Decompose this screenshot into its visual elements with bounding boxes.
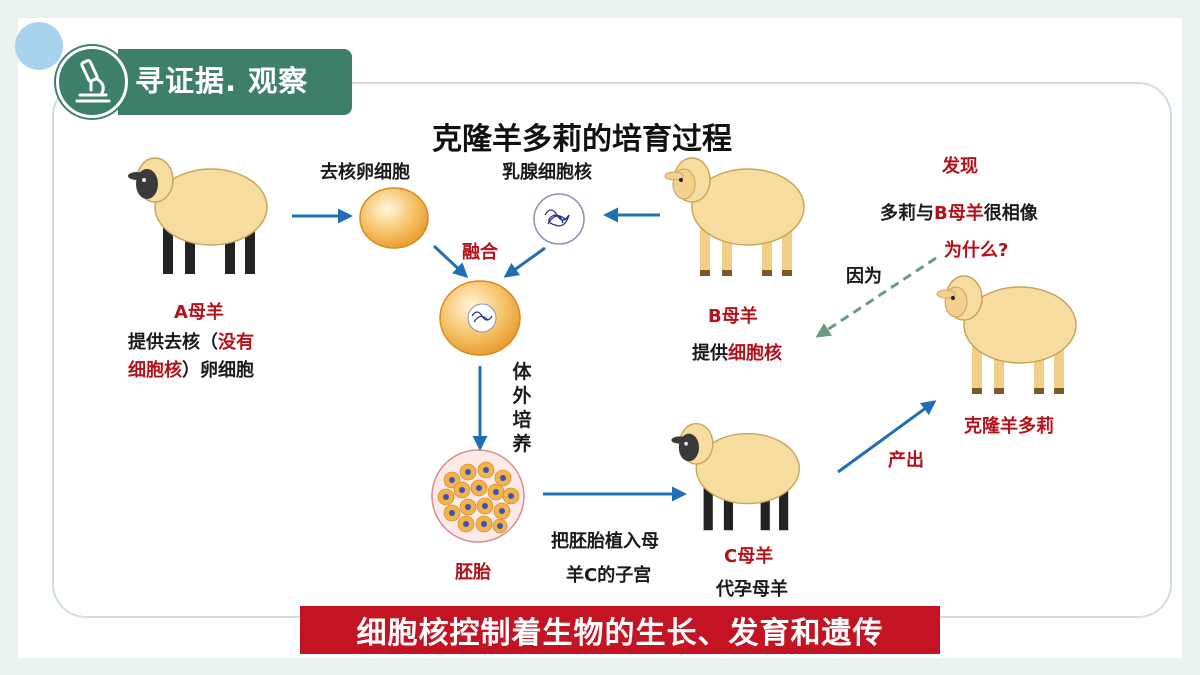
similarity-label: 多莉与B母羊很相像 <box>880 199 1038 225</box>
sheep-b-desc-part1: 提供 <box>692 343 728 364</box>
arrow-egg-to-fused <box>432 244 469 279</box>
sheep-a-desc-part2: 没有 <box>218 332 254 353</box>
sheep-a-desc-line1: 提供去核（没有 <box>128 328 254 354</box>
mammary-nucleus <box>533 193 585 245</box>
sheep-b-image <box>664 157 805 277</box>
sheep-a-image <box>127 157 268 275</box>
sheep-a-desc-part3: 细胞核 <box>128 360 182 381</box>
sheep-a-label: A母羊 <box>174 302 224 323</box>
embryo-label: 胚胎 <box>455 562 491 583</box>
produce-label: 产出 <box>888 450 924 471</box>
sheep-c-desc: 代孕母羊 <box>716 579 788 600</box>
arrow-nucleus-to-fused <box>503 246 546 278</box>
similarity-part2: B母羊 <box>934 203 984 224</box>
similarity-part1: 多莉与 <box>880 203 934 224</box>
dashed-arrow-because <box>815 256 937 338</box>
section-header-title: 寻证据. 观察 <box>135 64 309 98</box>
sheep-a-desc-part1: 提供去核（ <box>128 332 218 353</box>
fused-cell <box>439 280 521 356</box>
implant-label-line1: 把胚胎植入母 <box>551 531 659 552</box>
decorative-dot <box>15 22 63 70</box>
arrow-c-to-dolly <box>837 400 937 474</box>
enucleated-egg-cell <box>359 187 429 249</box>
culture-char-1: 体 <box>512 361 532 383</box>
dolly-image <box>936 275 1077 395</box>
similarity-part3: 很相像 <box>983 203 1038 224</box>
implant-label-line2: 羊C的子宫 <box>566 565 652 586</box>
sheep-b-desc: 提供细胞核 <box>692 339 782 365</box>
why-label: 为什么? <box>944 240 1009 261</box>
fusion-label: 融合 <box>462 242 498 263</box>
because-label: 因为 <box>846 266 882 287</box>
microscope-icon <box>56 46 128 118</box>
culture-char-3: 培 <box>512 409 532 431</box>
sheep-c-image <box>670 422 800 531</box>
dolly-label: 克隆羊多莉 <box>964 416 1054 437</box>
diagram-title: 克隆羊多莉的培育过程 <box>432 122 732 157</box>
sheep-b-label: B母羊 <box>708 306 758 327</box>
culture-char-2: 外 <box>512 385 532 407</box>
sheep-c-label: C母羊 <box>724 546 774 567</box>
in-vitro-culture-label: 体 外 培 养 <box>510 360 534 456</box>
sheep-b-desc-part2: 细胞核 <box>728 343 782 364</box>
embryo-cluster <box>431 449 525 543</box>
culture-char-4: 养 <box>512 433 532 455</box>
discovery-label: 发现 <box>942 156 978 177</box>
sheep-a-desc-part4: ）卵细胞 <box>182 360 254 381</box>
sheep-a-desc-line2: 细胞核）卵细胞 <box>128 356 254 382</box>
conclusion-banner: 细胞核控制着生物的生长、发育和遗传 <box>300 606 940 654</box>
mammary-nucleus-label: 乳腺细胞核 <box>502 162 592 183</box>
enucleated-egg-label: 去核卵细胞 <box>320 162 410 183</box>
section-header <box>118 49 352 115</box>
